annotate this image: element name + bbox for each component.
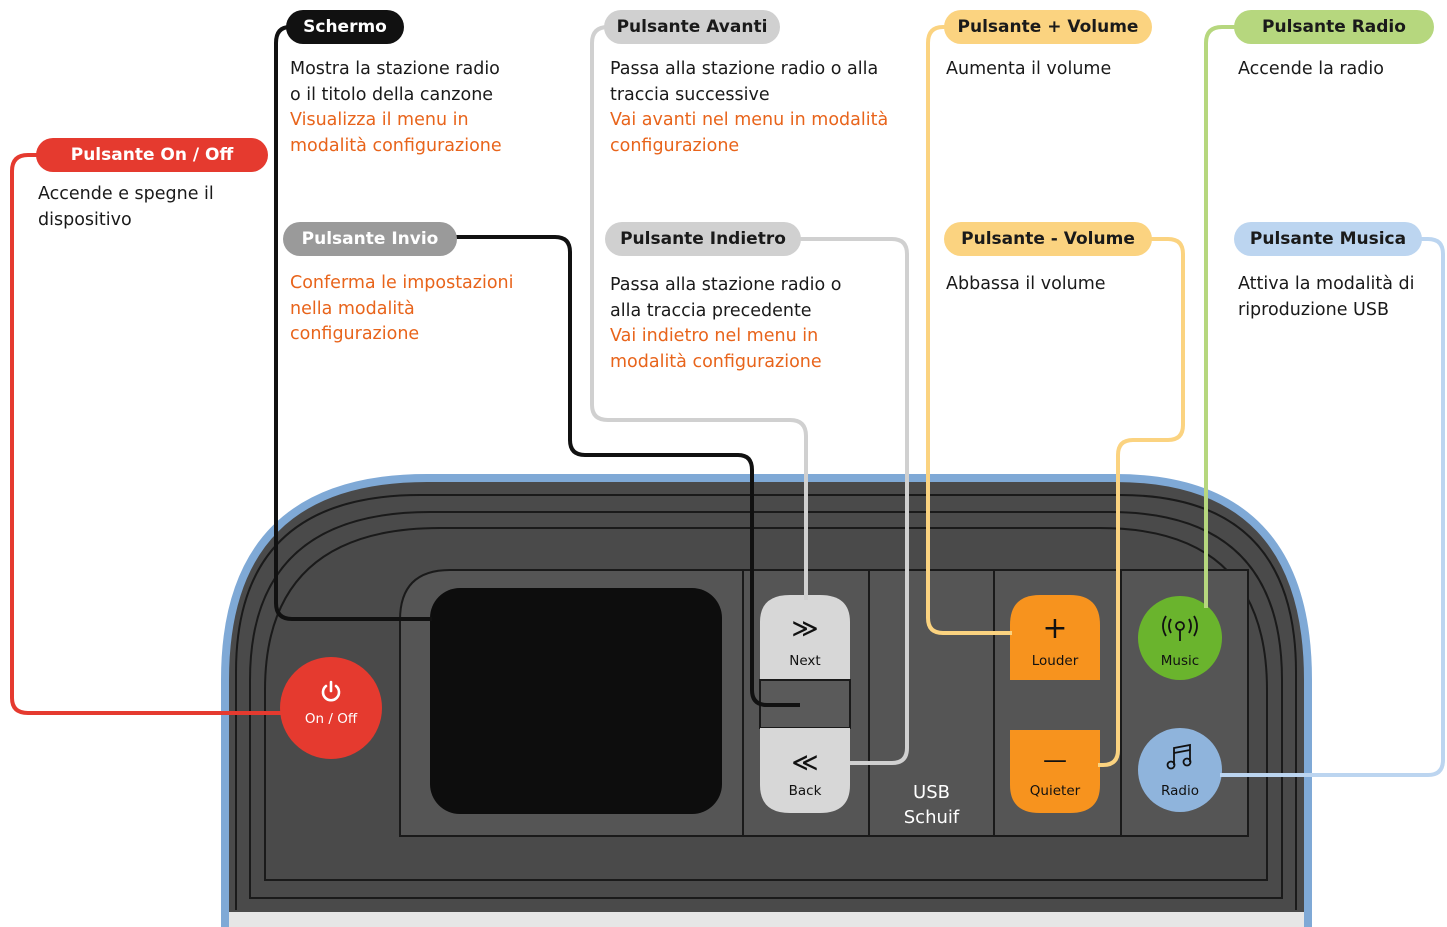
plus-icon: + xyxy=(1042,611,1068,646)
radio-button-label: Radio xyxy=(1161,783,1199,799)
louder-button-label: Louder xyxy=(1031,653,1079,669)
radio-button-shape xyxy=(1138,728,1222,812)
invio-callout-desc: Conferma le impostazioni nella modalità … xyxy=(290,271,514,348)
indietro-connector xyxy=(800,237,909,765)
schermo-desc-line: o il titolo della canzone xyxy=(290,84,494,105)
musica-connector xyxy=(1220,237,1445,777)
volume-up-callout-desc: Aumenta il volume xyxy=(946,57,1111,83)
radio-desc-line: Accende la radio xyxy=(1238,59,1384,79)
schermo-callout-title: Schermo xyxy=(286,10,404,44)
avanti-callout-desc: Passa alla stazione radio o alla traccia… xyxy=(610,57,888,159)
onoff-connector xyxy=(10,153,282,715)
onoff-desc-line: Accende e spegne il xyxy=(38,184,214,204)
schermo-connector xyxy=(274,25,432,621)
usb-line2: Schuif xyxy=(903,807,960,828)
volume-up-callout-title: Pulsante + Volume xyxy=(944,10,1152,44)
avanti-desc-line: traccia successive xyxy=(610,84,770,105)
avanti-connector xyxy=(590,25,808,600)
schermo-callout-desc: Mostra la stazione radio o il titolo del… xyxy=(290,57,502,159)
avanti-desc-line: Passa alla stazione radio o alla xyxy=(610,59,879,79)
musica-callout-desc: Attiva la modalità di riproduzione USB xyxy=(1238,272,1414,323)
radio-connector xyxy=(1204,25,1240,608)
next-chevron-icon: ≫ xyxy=(791,614,819,644)
indietro-desc-orange-line: modalità configurazione xyxy=(610,351,822,372)
onoff-callout-desc: Accende e spegne il dispositivo xyxy=(38,182,214,233)
back-chevron-icon: ≪ xyxy=(791,748,819,778)
invio-desc-orange-line: configurazione xyxy=(290,324,420,344)
musica-desc-line: riproduzione USB xyxy=(1238,299,1389,320)
next-button-shape xyxy=(760,595,850,680)
onoff-callout-title: Pulsante On / Off xyxy=(36,138,268,172)
minus-icon: — xyxy=(1043,746,1067,774)
schermo-desc-orange-line: modalità configurazione xyxy=(290,135,502,156)
back-button-label: Back xyxy=(788,783,822,799)
onoff-button-label: On / Off xyxy=(304,711,358,727)
usb-line1: USB xyxy=(913,782,950,803)
quieter-button-label: Quieter xyxy=(1029,783,1081,799)
invio-connector xyxy=(455,235,800,707)
usb-slot-label: USB Schuif xyxy=(869,780,994,830)
quieter-button-shape xyxy=(1010,730,1100,813)
musica-callout-title: Pulsante Musica xyxy=(1234,222,1422,256)
avanti-callout-title: Pulsante Avanti xyxy=(604,10,780,44)
next-button[interactable] xyxy=(760,595,850,680)
back-button[interactable] xyxy=(760,728,850,813)
invio-desc-orange-line: nella modalità xyxy=(290,298,415,319)
schermo-desc-line: Mostra la stazione radio xyxy=(290,59,500,79)
music-note-icon xyxy=(1166,743,1192,770)
indietro-callout-title: Pulsante Indietro xyxy=(605,222,801,256)
radio-waves-icon xyxy=(1162,615,1198,641)
volume-down-callout-title: Pulsante - Volume xyxy=(944,222,1152,256)
volume-up-connector xyxy=(926,25,1012,635)
volume-down-connector xyxy=(1098,237,1185,767)
schermo-desc-orange-line: Visualizza il menu in xyxy=(290,110,469,130)
back-button-shape xyxy=(760,728,850,813)
avanti-desc-orange-line: configurazione xyxy=(610,135,740,156)
indietro-desc-orange-line: Vai indietro nel menu in xyxy=(610,326,819,346)
onoff-button[interactable] xyxy=(281,657,381,759)
quieter-button[interactable] xyxy=(1010,730,1100,813)
onoff-button-shape xyxy=(280,657,382,759)
indietro-desc-line: alla traccia precedente xyxy=(610,300,812,321)
radio-callout-title: Pulsante Radio xyxy=(1234,10,1434,44)
volume-down-desc-line: Abbassa il volume xyxy=(946,274,1106,294)
radio-button[interactable] xyxy=(1138,728,1222,812)
radio-callout-desc: Accende la radio xyxy=(1238,57,1384,83)
avanti-desc-orange-line: Vai avanti nel menu in modalità xyxy=(610,110,889,130)
louder-button[interactable] xyxy=(1010,595,1100,680)
device-screen xyxy=(430,588,722,814)
indietro-callout-desc: Passa alla stazione radio o alla traccia… xyxy=(610,273,842,375)
volume-down-callout-desc: Abbassa il volume xyxy=(946,272,1106,298)
music-button[interactable] xyxy=(1138,596,1222,680)
indietro-desc-line: Passa alla stazione radio o xyxy=(610,275,842,295)
next-button-label: Next xyxy=(789,653,821,669)
volume-up-desc-line: Aumenta il volume xyxy=(946,59,1112,79)
power-icon xyxy=(321,680,341,702)
louder-button-shape xyxy=(1010,595,1100,680)
invio-desc-orange-line: Conferma le impostazioni xyxy=(290,273,514,293)
musica-desc-line: Attiva la modalità di xyxy=(1238,274,1415,294)
invio-callout-title: Pulsante Invio xyxy=(283,222,457,256)
music-button-label: Music xyxy=(1160,653,1200,669)
onoff-desc-line: dispositivo xyxy=(38,209,132,230)
enter-button[interactable] xyxy=(760,680,850,728)
